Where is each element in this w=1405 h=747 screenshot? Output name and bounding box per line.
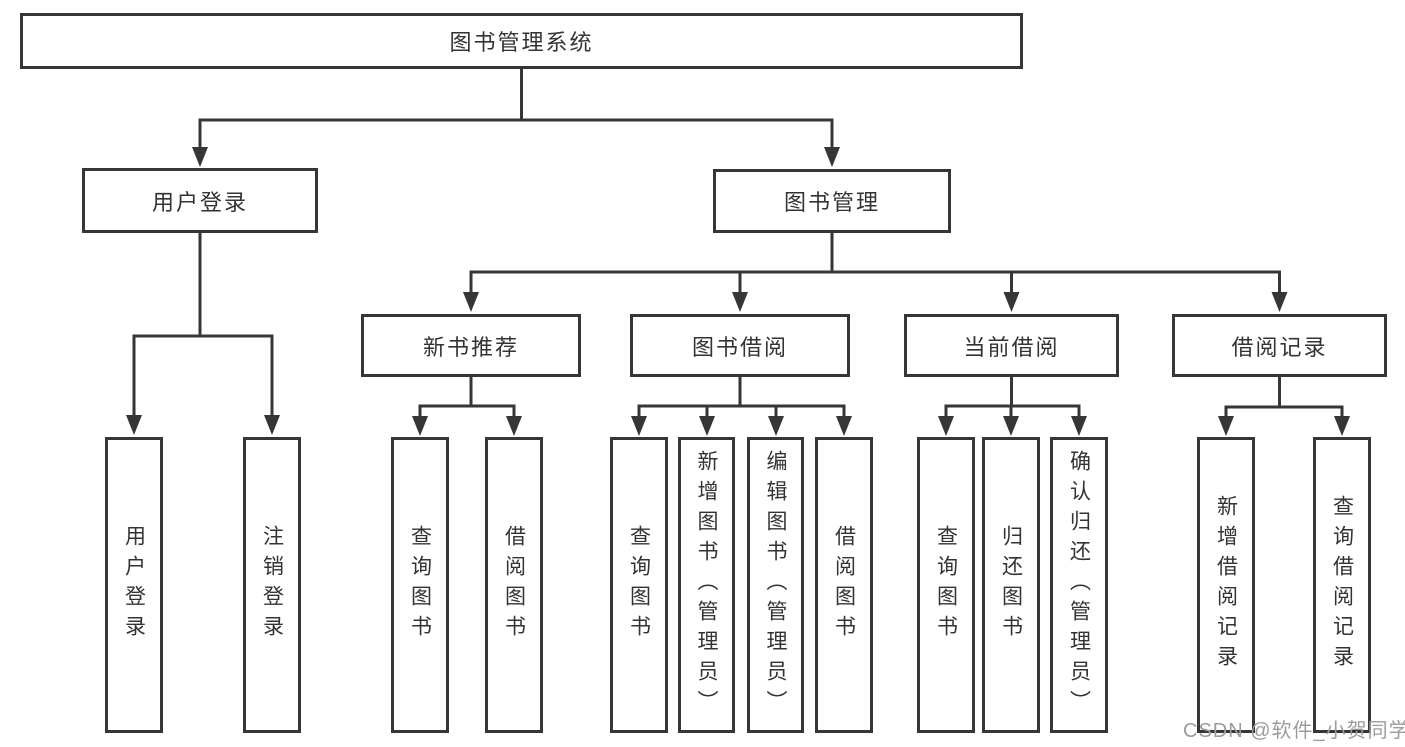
leaf-return-books-label: 归还图书 [999,525,1023,645]
leaf-confirm-return-admin-label: 确认归还（管理员） [1067,450,1091,720]
node-user-login-label: 用户登录 [151,189,248,215]
leaf-borrow-books-recommend: 借阅图书 [485,437,543,733]
node-book-management: 图书管理 [713,169,951,233]
node-current-borrowing: 当前借阅 [904,314,1119,377]
leaf-query-books-borrowing-label: 查询图书 [627,525,651,645]
leaf-query-books-current: 查询图书 [917,437,975,733]
leaf-borrow-books-borrowing: 借阅图书 [815,437,873,733]
leaf-return-books: 归还图书 [982,437,1040,733]
node-root: 图书管理系统 [20,13,1023,69]
node-book-borrowing-label: 图书借阅 [691,334,788,360]
leaf-logout-label: 注销登录 [260,525,284,645]
node-new-book-recommend: 新书推荐 [361,314,581,377]
leaf-add-book-admin-label: 新增图书（管理员） [695,450,718,720]
node-user-login: 用户登录 [82,168,318,233]
node-current-borrowing-label: 当前借阅 [963,334,1060,360]
leaf-borrow-books-borrowing-label: 借阅图书 [832,525,856,645]
leaf-query-borrow-record-label: 查询借阅记录 [1330,495,1354,675]
leaf-add-book-admin: 新增图书（管理员） [678,437,735,733]
leaf-add-borrow-record: 新增借阅记录 [1197,437,1255,733]
leaf-borrow-books-recommend-label: 借阅图书 [502,525,526,645]
leaf-add-borrow-record-label: 新增借阅记录 [1214,495,1238,675]
node-book-borrowing: 图书借阅 [630,314,850,377]
leaf-query-books-current-label: 查询图书 [934,525,958,645]
node-root-label: 图书管理系统 [449,30,594,55]
leaf-edit-book-admin-label: 编辑图书（管理员） [764,450,787,720]
leaf-edit-book-admin: 编辑图书（管理员） [747,437,804,733]
leaf-query-books-recommend-label: 查询图书 [408,525,432,645]
leaf-confirm-return-admin: 确认归还（管理员） [1050,437,1108,733]
leaf-query-books-borrowing: 查询图书 [610,437,668,733]
node-borrowing-records: 借阅记录 [1172,314,1387,377]
node-book-management-label: 图书管理 [783,190,880,215]
leaf-user-login: 用户登录 [105,437,163,733]
node-borrowing-records-label: 借阅记录 [1231,334,1328,360]
leaf-query-borrow-record: 查询借阅记录 [1313,437,1371,733]
node-new-book-recommend-label: 新书推荐 [422,334,519,360]
leaf-query-books-recommend: 查询图书 [391,437,449,733]
leaf-user-login-label: 用户登录 [122,525,146,645]
leaf-logout: 注销登录 [243,437,301,733]
watermark: CSDN @软件_小贺同学 [1183,720,1405,742]
